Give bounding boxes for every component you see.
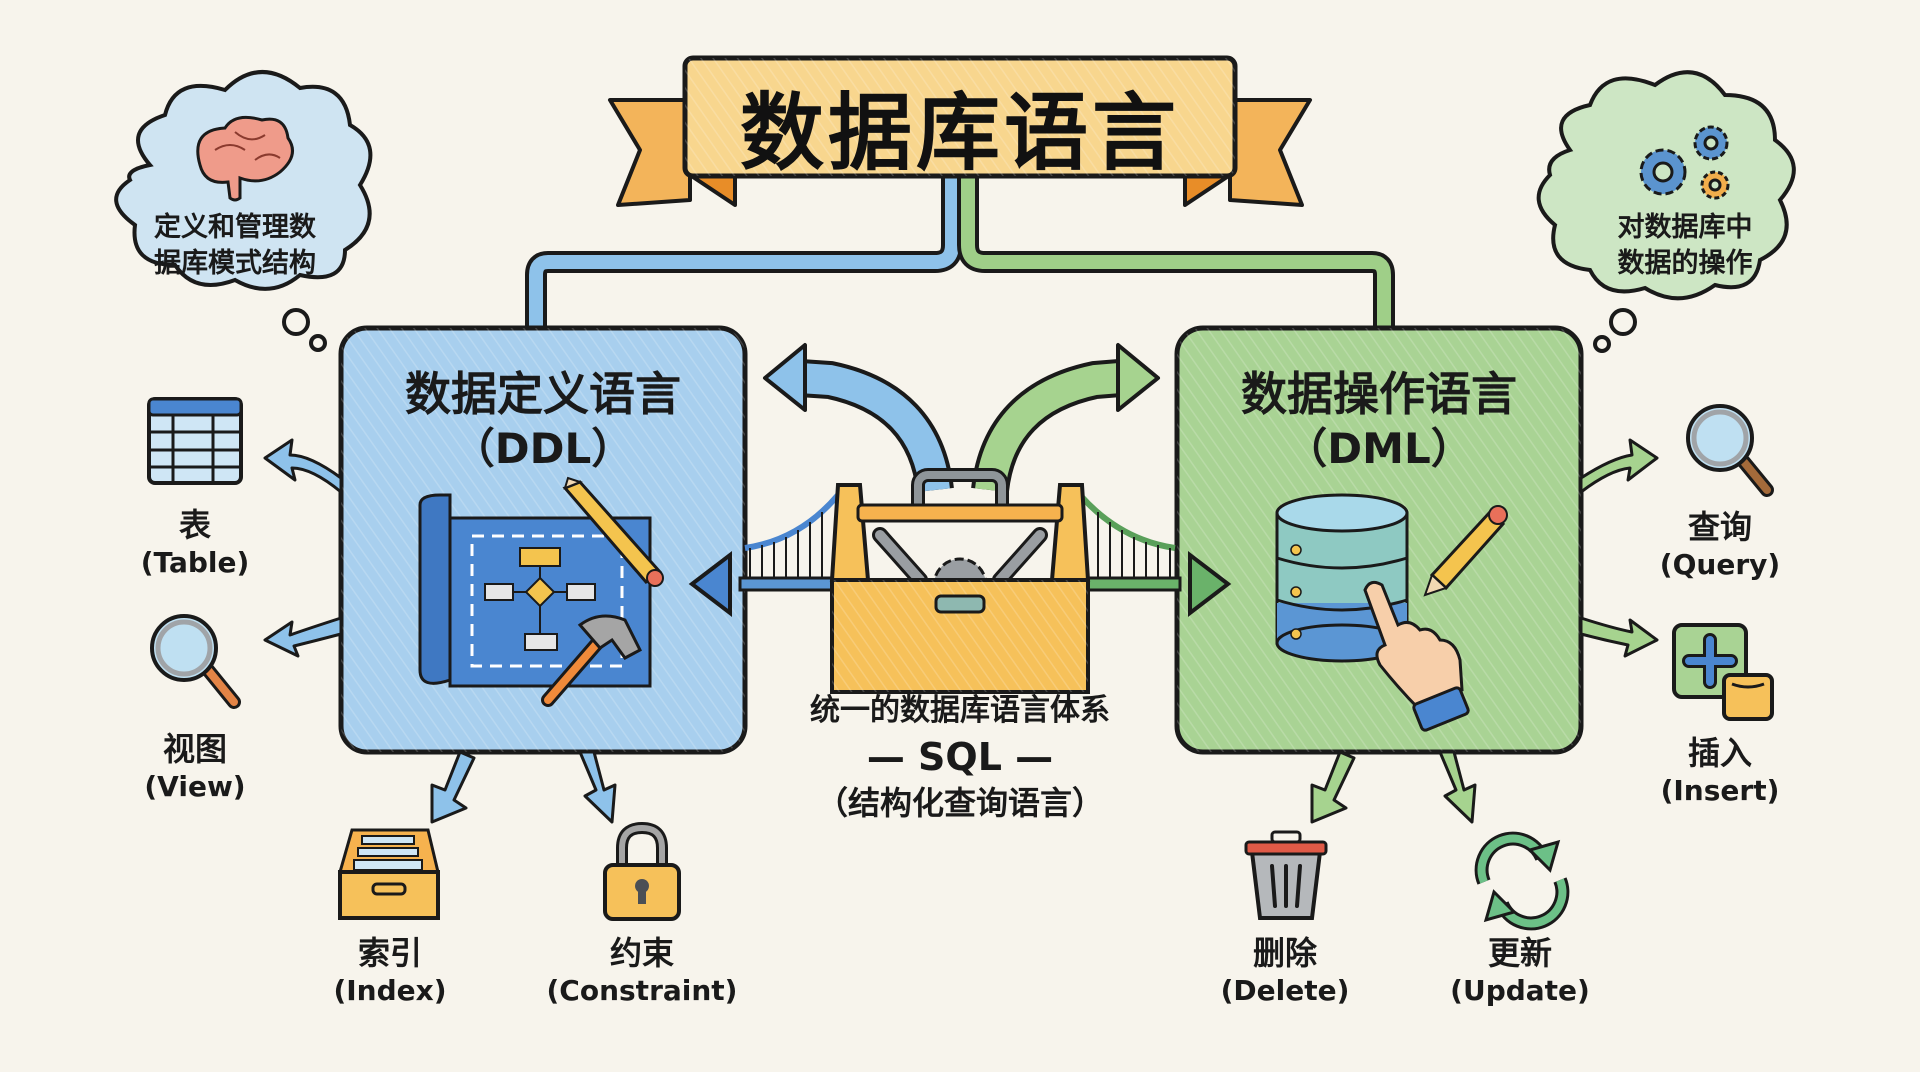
ddl-item-view: 视图 (View)	[115, 724, 275, 803]
pencil-icon	[562, 476, 664, 587]
item-label-cn: 约束	[609, 934, 674, 972]
cloud-line: 对数据库中	[1617, 212, 1753, 243]
dml-abbr: （DML）	[1285, 424, 1473, 473]
database-icon	[1275, 493, 1409, 663]
sql-line-name: — SQL —	[866, 735, 1054, 779]
sql-line-system: 统一的数据库语言体系	[810, 693, 1110, 728]
item-label-cn: 更新	[1487, 934, 1552, 972]
item-label-cn: 表	[178, 506, 211, 544]
item-label-en: (Delete)	[1220, 974, 1350, 1007]
cloud-line: 定义和管理数	[154, 212, 316, 243]
dml-panel	[1174, 325, 1584, 755]
bridge-left	[688, 493, 842, 618]
title-banner	[608, 55, 1312, 207]
item-label-cn: 索引	[357, 934, 422, 972]
dml-thought-cloud	[1536, 70, 1796, 353]
gears-icon	[1639, 125, 1730, 200]
sql-caption: 统一的数据库语言体系 — SQL — （结构化查询语言）	[760, 688, 1160, 826]
item-label-en: (View)	[144, 770, 246, 803]
banner-connector	[525, 175, 1395, 330]
table-icon	[147, 397, 243, 485]
ddl-item-table: 表 (Table)	[115, 500, 275, 579]
index-drawer-icon	[338, 828, 440, 920]
query-magnifier-icon	[1686, 404, 1774, 497]
ddl-abbr: （DDL）	[452, 424, 634, 473]
item-label-en: (Update)	[1450, 974, 1590, 1007]
ddl-item-constraint: 约束 (Constraint)	[532, 928, 752, 1007]
ddl-item-index: 索引 (Index)	[310, 928, 470, 1007]
sql-line-fullname: （结构化查询语言）	[815, 784, 1104, 822]
dml-item-insert: 插入 (Insert)	[1640, 728, 1800, 807]
dml-item-update: 更新 (Update)	[1430, 928, 1610, 1007]
refresh-icon	[1474, 831, 1570, 931]
ddl-arrows	[263, 438, 617, 824]
ddl-title: 数据定义语言	[405, 367, 681, 421]
dml-title: 数据操作语言	[1241, 367, 1517, 421]
hammer-icon	[541, 614, 642, 707]
curved-arrow-to-ddl	[763, 343, 954, 493]
ddl-panel	[338, 325, 748, 755]
dml-arrows	[1310, 438, 1659, 824]
dml-item-query: 查询 (Query)	[1640, 502, 1800, 581]
trash-icon	[1244, 830, 1328, 920]
item-label-en: (Insert)	[1660, 774, 1780, 807]
pencil-icon	[1423, 505, 1508, 597]
item-label-en: (Index)	[333, 974, 447, 1007]
brain-icon	[196, 115, 294, 202]
item-label-en: (Constraint)	[546, 974, 738, 1007]
ddl-cloud-text: 定义和管理数 据库模式结构	[135, 210, 335, 282]
insert-plus-icon	[1672, 623, 1774, 721]
ddl-thought-cloud	[114, 70, 373, 352]
page-title: 数据库语言	[739, 84, 1180, 182]
wrench-gear-icon	[872, 527, 1048, 613]
dml-item-delete: 删除 (Delete)	[1200, 928, 1370, 1007]
item-label-en: (Query)	[1659, 548, 1781, 581]
dml-cloud-text: 对数据库中 数据的操作	[1585, 210, 1785, 282]
cloud-line: 数据的操作	[1617, 248, 1753, 279]
item-label-cn: 视图	[162, 730, 227, 768]
hand-pointer-icon	[1363, 580, 1470, 732]
item-label-en: (Table)	[140, 546, 250, 579]
toolbox-icon	[829, 468, 1091, 694]
cloud-line: 据库模式结构	[154, 248, 316, 279]
item-label-cn: 查询	[1687, 508, 1752, 546]
item-label-cn: 插入	[1687, 734, 1752, 772]
item-label-cn: 删除	[1252, 934, 1317, 972]
magnifier-icon	[150, 614, 241, 709]
curved-arrow-to-dml	[971, 343, 1160, 493]
lock-icon	[603, 821, 681, 921]
